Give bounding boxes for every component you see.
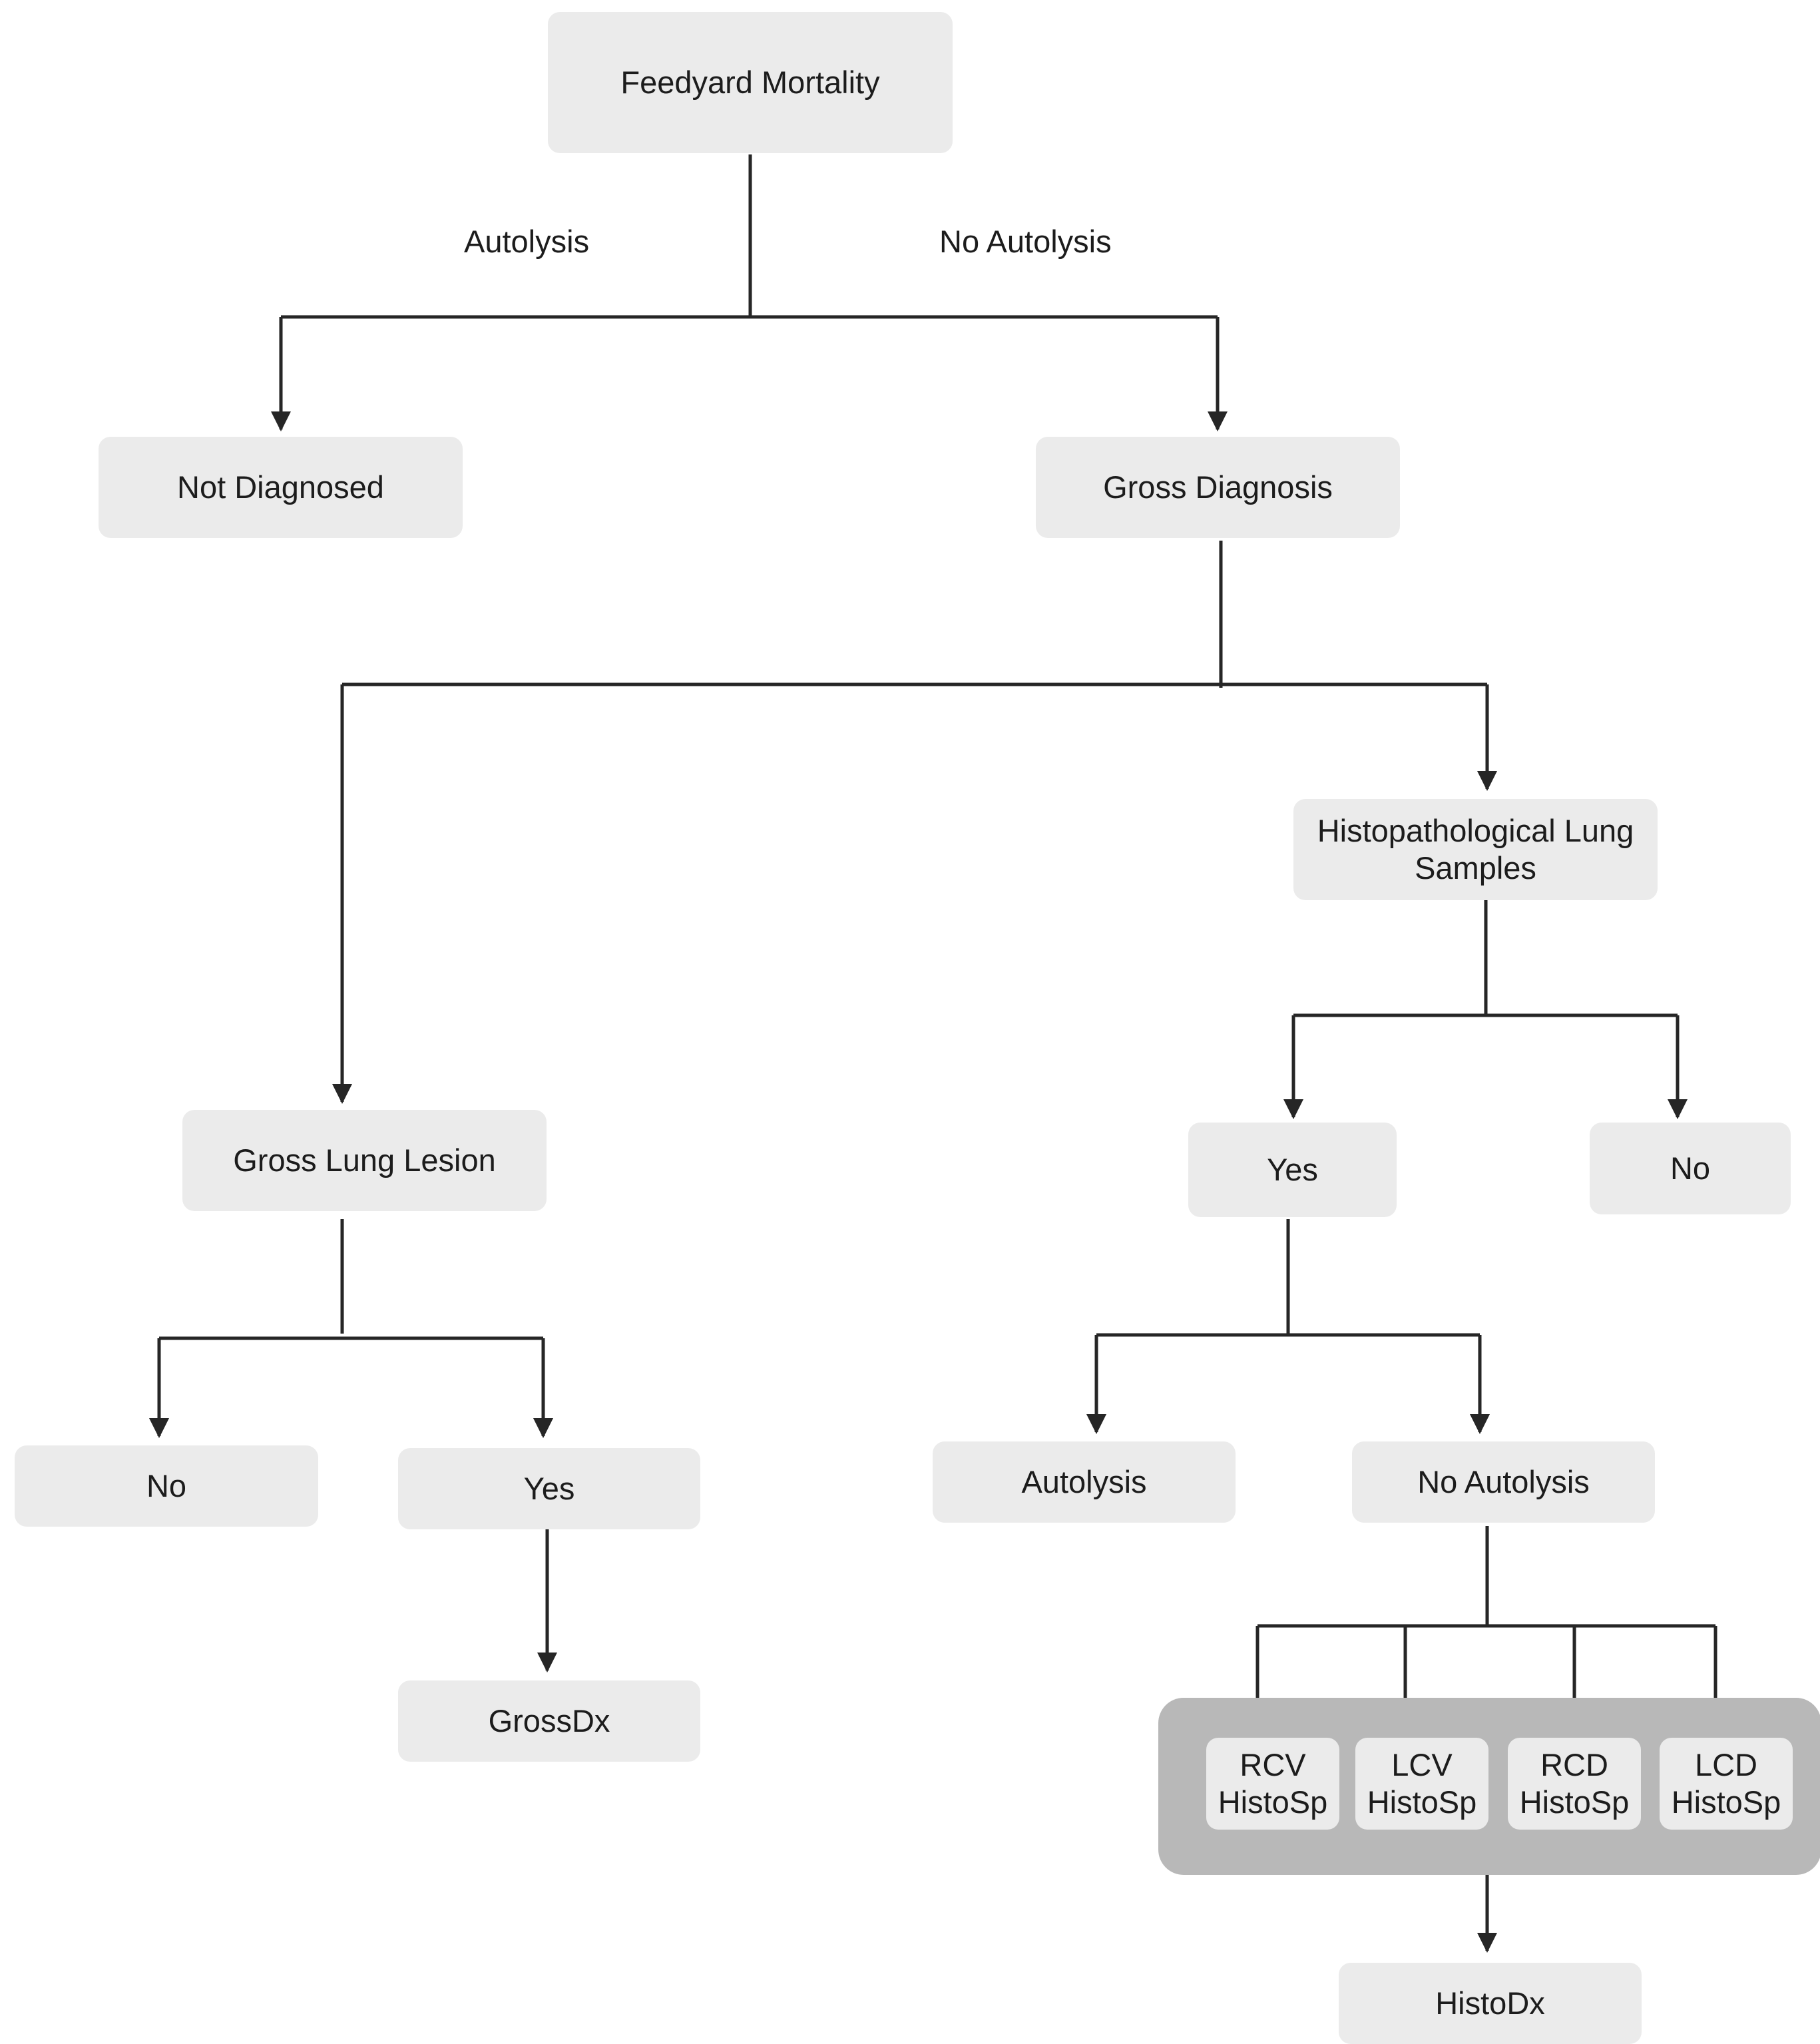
- node-lcv-histosp: LCV HistoSp: [1355, 1738, 1488, 1830]
- node-gross-lung-lesion: Gross Lung Lesion: [182, 1110, 547, 1211]
- node-histodx: HistoDx: [1339, 1963, 1642, 2044]
- node-histo-yes: Yes: [1188, 1123, 1397, 1217]
- edge-label-no-autolysis: No Autolysis: [939, 224, 1112, 259]
- node-gross-diagnosis: Gross Diagnosis: [1036, 437, 1400, 538]
- node-grossdx: GrossDx: [398, 1680, 700, 1762]
- node-histopathological-lung-samples: Histopathological Lung Samples: [1293, 799, 1658, 900]
- node-not-diagnosed: Not Diagnosed: [99, 437, 463, 538]
- node-histo-autolysis: Autolysis: [933, 1441, 1236, 1523]
- node-feedyard-mortality: Feedyard Mortality: [548, 12, 953, 153]
- node-histo-no-autolysis: No Autolysis: [1352, 1441, 1655, 1523]
- node-histo-no: No: [1590, 1123, 1791, 1214]
- node-lcd-histosp: LCD HistoSp: [1660, 1738, 1793, 1830]
- node-rcd-histosp: RCD HistoSp: [1508, 1738, 1641, 1830]
- node-rcv-histosp: RCV HistoSp: [1206, 1738, 1339, 1830]
- node-lesion-yes: Yes: [398, 1448, 700, 1529]
- edge-label-autolysis: Autolysis: [464, 224, 590, 259]
- node-lesion-no: No: [15, 1445, 318, 1527]
